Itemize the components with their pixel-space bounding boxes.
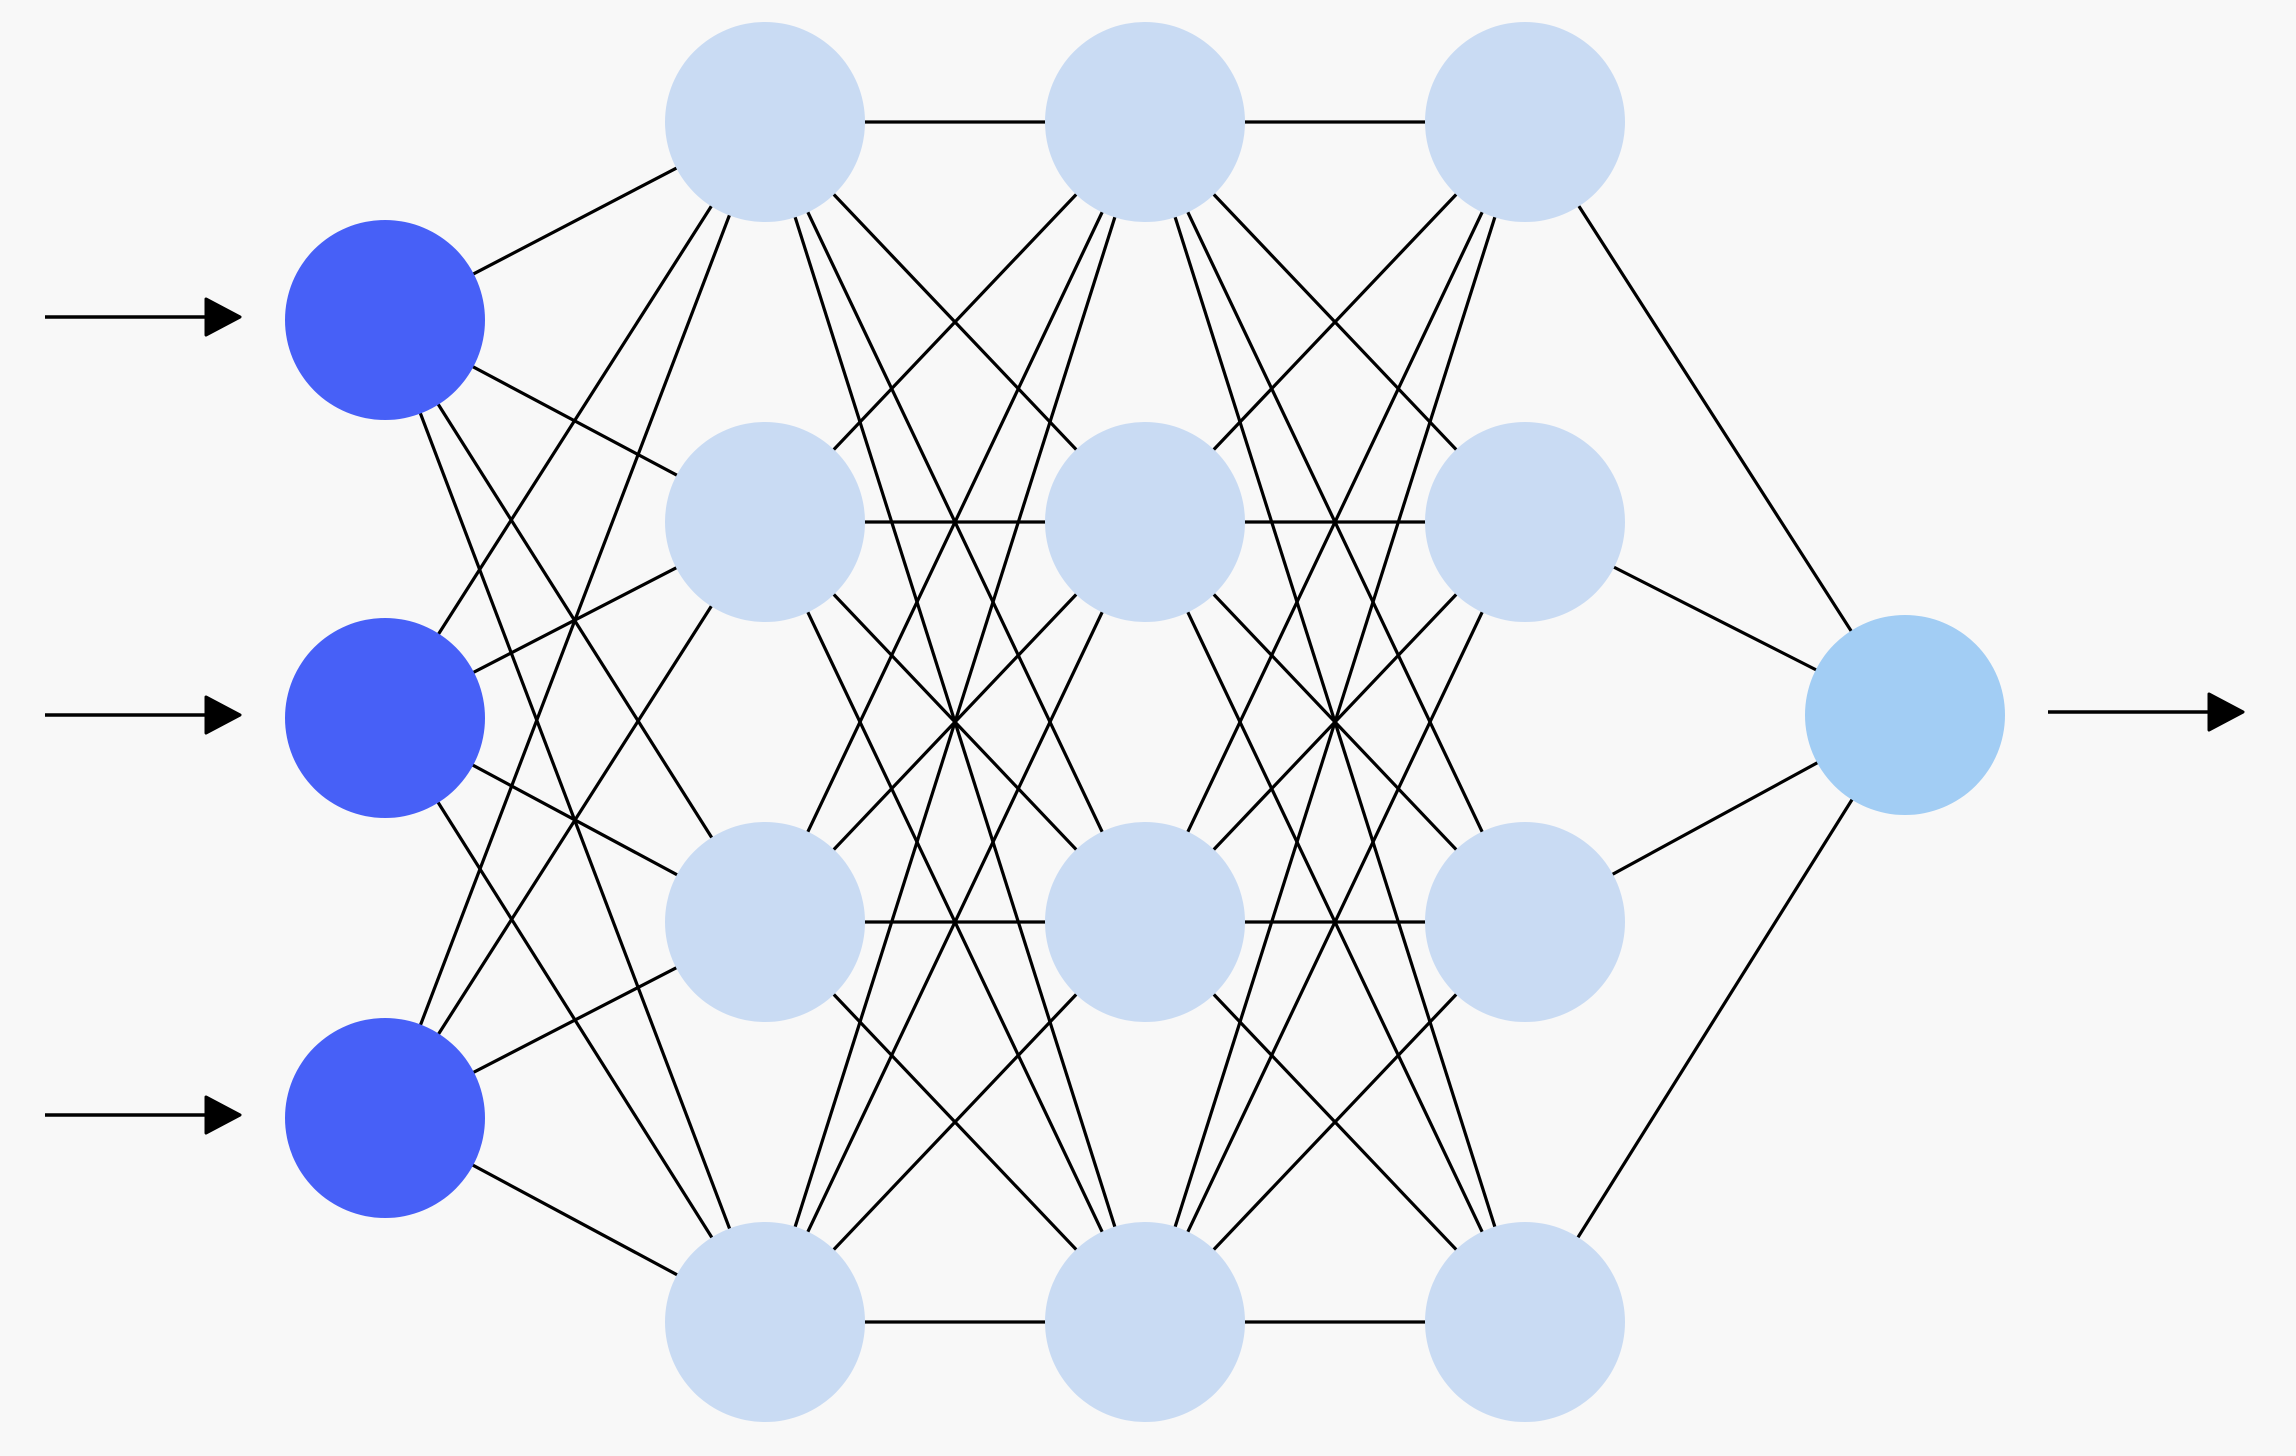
hidden-node-2-1 — [1045, 422, 1245, 622]
input-node-0-0 — [285, 220, 485, 420]
edge-l2n3-l3n0 — [1143, 121, 1527, 1323]
hidden-node-1-0 — [665, 22, 865, 222]
hidden-node-1-1 — [665, 422, 865, 622]
hidden-node-3-3 — [1425, 1222, 1625, 1422]
edge-l3n3-l4n0 — [1523, 714, 1907, 1323]
io-arrows — [45, 297, 2245, 1135]
edge-l2n2-l3n0 — [1143, 121, 1527, 923]
edge-l0n1-l1n0 — [383, 121, 767, 719]
input-node-0-2 — [285, 1018, 485, 1218]
edge-l1n3-l2n0 — [763, 121, 1147, 1323]
output-arrow-0-head — [2207, 692, 2245, 732]
hidden-node-2-0 — [1045, 22, 1245, 222]
edge-l0n2-l1n1 — [383, 521, 767, 1119]
input-arrow-2-head — [204, 1095, 242, 1135]
hidden-node-3-2 — [1425, 822, 1625, 1022]
output-node-4-0 — [1805, 615, 2005, 815]
edge-l0n2-l1n0 — [383, 121, 767, 1119]
hidden-node-1-2 — [665, 822, 865, 1022]
neuron-nodes — [285, 22, 2005, 1422]
edge-l2n3-l3n1 — [1143, 521, 1527, 1323]
hidden-node-3-1 — [1425, 422, 1625, 622]
hidden-node-2-3 — [1045, 1222, 1245, 1422]
input-arrow-1-head — [204, 695, 242, 735]
input-arrow-0-head — [204, 297, 242, 337]
hidden-node-3-0 — [1425, 22, 1625, 222]
edge-l1n2-l2n0 — [763, 121, 1147, 923]
hidden-node-2-2 — [1045, 822, 1245, 1022]
edge-l1n3-l2n1 — [763, 521, 1147, 1323]
hidden-node-1-3 — [665, 1222, 865, 1422]
input-node-0-1 — [285, 618, 485, 818]
edge-l3n0-l4n0 — [1523, 121, 1907, 716]
